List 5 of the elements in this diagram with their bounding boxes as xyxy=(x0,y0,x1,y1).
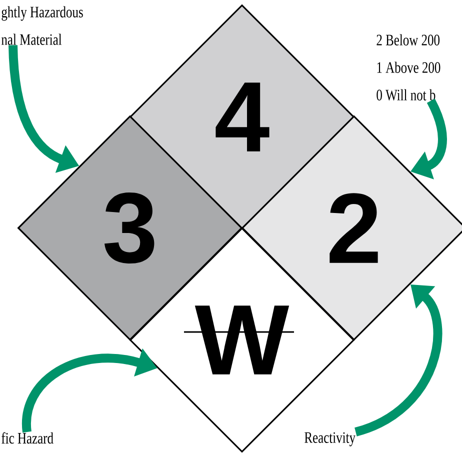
hazard-rating-text: ghtly Hazardous nal Material xyxy=(1,6,83,45)
curved-arrow xyxy=(354,284,442,436)
hazard-rating-text: Reactivity xyxy=(304,432,356,446)
hazard-rating-text: 2 Below 200 1 Above 200 0 Will not b xyxy=(376,34,440,101)
hazard-rating-text: fic Hazard xyxy=(2,432,54,444)
